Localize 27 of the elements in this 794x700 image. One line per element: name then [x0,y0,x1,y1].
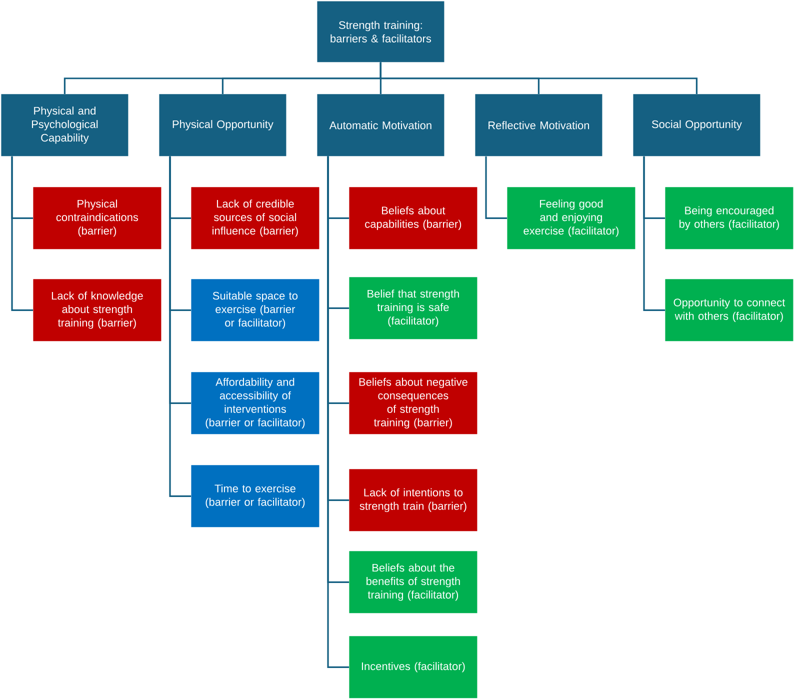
category-box: Automatic Motivation [317,94,444,156]
factor-box: Beliefs about negative consequences of strength training (barrier) [349,372,478,434]
category-box: Physical and Psychological Capability [1,94,128,156]
factor-box: Beliefs about the benefits of strength training (facilitator) [349,551,478,614]
category-box: Physical Opportunity [159,94,286,156]
connector-line [380,62,698,94]
connector-line [169,156,191,497]
factor-box: Lack of intentions to strength train (barrier) [349,469,478,532]
factor-box: Physical contraindications (barrier) [33,187,162,250]
factor-box: Time to exercise (barrier or facilitator) [191,465,320,528]
factor-box: Belief that strength training is safe (facilitator) [349,277,478,340]
category-box: Reflective Motivation [475,94,602,156]
factor-box: Affordability and accessibility of interventions (barrier or facilitator) [191,372,320,434]
topic-box: Strength training: barriers & facilitators [317,1,444,62]
connector-line [643,156,665,311]
factor-box: Incentives (facilitator) [349,636,478,698]
connector-line [485,156,507,219]
factor-box: Being encouraged by others (facilitator) [665,187,794,250]
connector-line [327,156,349,668]
factor-box: Beliefs about capabilities (barrier) [349,187,478,250]
factor-box: Opportunity to connect with others (facilitator) [665,279,794,342]
category-box: Social Opportunity [633,94,760,156]
factor-box: Lack of credible sources of social influence (barrier) [191,187,320,250]
connector-line [11,156,33,311]
factor-box: Lack of knowledge about strength training (barrier) [33,279,162,342]
factor-box: Suitable space to exercise (barrier or facilitator) [191,279,320,342]
factor-box: Feeling good and enjoying exercise (facilitator) [507,187,636,250]
